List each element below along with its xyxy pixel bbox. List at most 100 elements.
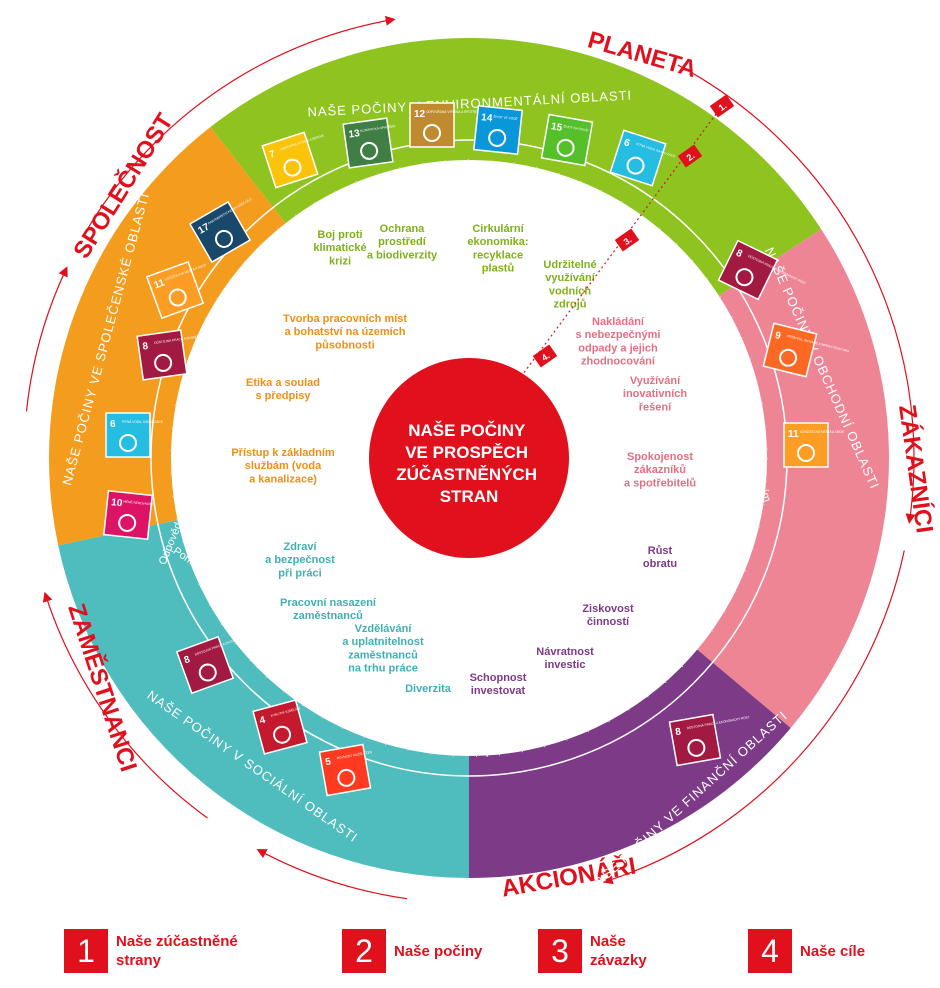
sdg-number: 6 (110, 419, 116, 430)
orange-goal-line: a kanalizace) (249, 473, 317, 485)
marker-box (709, 94, 735, 118)
purple-goal-line: činností (587, 616, 630, 628)
teal-goal-line: na trhu práce (348, 663, 418, 675)
stakeholder-label: ZÁKAZNÍCI (893, 403, 939, 535)
orange-goal-line: s předpisy (255, 390, 311, 402)
eye-globe-icon (360, 141, 379, 160)
teal-goal-line: Diverzita (405, 683, 452, 695)
legend-number: 3 (538, 929, 582, 973)
center-disc (369, 358, 569, 558)
water-glass-icon (119, 434, 137, 452)
sdg-number: 8 (674, 726, 682, 738)
cubes-icon (779, 348, 798, 367)
marker-2: 2. (677, 144, 703, 168)
center-line: VE PROSPĚCH (405, 443, 528, 462)
dotted-circle (170, 159, 768, 757)
green-goal-line: využívání (545, 272, 595, 284)
pink-goal-line: odpady a jejich (578, 342, 658, 354)
teal-goal-line: zaměstnanců (293, 610, 363, 622)
growth-chart-icon (198, 663, 217, 682)
purple-goal-line: investovat (471, 685, 526, 697)
sdg-number: 11 (788, 429, 799, 440)
orange-goal-line: a bohatství na územích (284, 326, 405, 338)
legend-item-3: 3 Naše závazky (538, 926, 680, 976)
legend-label: Naše zúčastněné strany (116, 933, 238, 969)
growth-chart-icon (735, 268, 754, 287)
rings-icon (215, 229, 233, 248)
teal-goal-line: zaměstnanců (348, 649, 418, 661)
purple-goal-line: obratu (643, 558, 677, 570)
sdg-number: 13 (348, 128, 361, 141)
purple-goal-line: investic (545, 659, 586, 671)
marker-text: 2. (685, 151, 697, 164)
legend-number: 1 (64, 929, 108, 973)
sdg-label: UDRŽITELNÁ MĚSTA A OBCE (800, 429, 844, 434)
green-goal-line: Cirkulární (472, 223, 524, 235)
purple-goal-line: Schopnost (470, 672, 527, 684)
buildings-icon (797, 444, 815, 462)
gender-icon (337, 768, 356, 787)
sdg-number: 10 (111, 497, 124, 509)
numbered-markers: 1. 2. 3. 4. (519, 94, 735, 379)
green-goal-line: krizi (329, 255, 351, 267)
pink-goal-line: zhodnocování (581, 356, 656, 368)
purple-goal-line: Ziskovost (582, 603, 634, 615)
center-circle: NAŠE POČINY VE PROSPĚCH ZÚČASTNĚNÝCH STR… (369, 358, 569, 558)
sdg-number: 4 (258, 715, 267, 727)
legend-label: Naše cíle (800, 942, 866, 960)
book-icon (273, 725, 292, 744)
legend-number: 4 (748, 929, 792, 973)
sdg-label: ŽIVOT NA SOUŠI (563, 123, 589, 132)
marker-3: 3. (614, 228, 640, 252)
legend-label: Naše závazky (590, 933, 647, 969)
marker-box (532, 344, 558, 368)
sdg-label: ŽIVOT VE VODĚ (493, 113, 518, 121)
sdg-number: 6 (622, 137, 631, 149)
pink-goal-line: Využívání (630, 375, 681, 387)
teal-goal: Diverzita (405, 683, 452, 695)
purple-goal-line: Návratnost (536, 646, 594, 658)
marker-4: 4. (532, 344, 558, 368)
fish-icon (488, 128, 507, 147)
marker-text: 1. (717, 101, 729, 114)
legend-label: Naše počiny (394, 942, 483, 960)
cycle-arrow (602, 550, 905, 885)
growth-chart-icon (154, 353, 173, 372)
center-line: NAŠE POČINY (408, 421, 526, 440)
center-line: STRAN (440, 487, 499, 506)
equality-icon (118, 513, 137, 532)
cycle-arrow (256, 849, 408, 900)
green-goal-line: zdrojů (554, 299, 587, 311)
cycle-arrow (42, 591, 208, 819)
green-goal-line: vodních (549, 285, 591, 297)
legend-item-2: 2 Naše počiny (342, 926, 484, 976)
growth-chart-icon (687, 738, 706, 757)
green-goal-line: ekonomika: (467, 236, 528, 248)
sdg-number: 8 (183, 654, 192, 666)
pink-goal-line: s nebezpečnými (576, 329, 661, 341)
cycle-arrows (25, 15, 916, 900)
